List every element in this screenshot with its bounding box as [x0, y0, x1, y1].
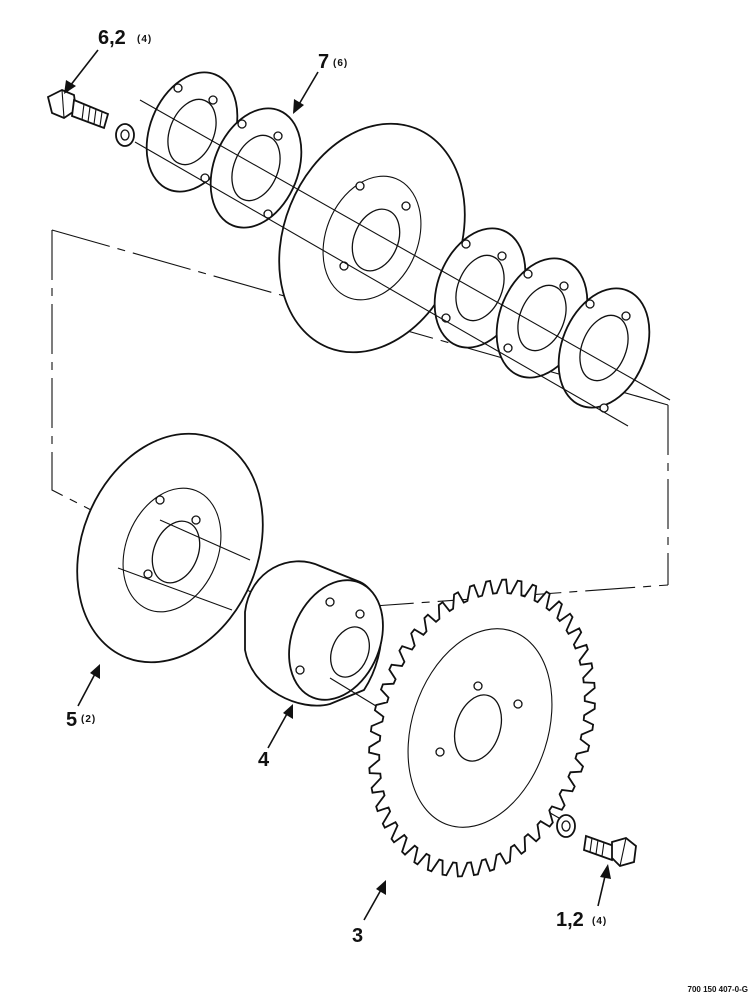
callout-5: 5 (2)	[66, 709, 96, 731]
leader-arrow-7	[293, 71, 319, 114]
washer-top	[115, 123, 135, 147]
callout-3: 3	[352, 925, 363, 947]
leader-arrows	[64, 49, 611, 921]
callout-7-qty: (6)	[333, 58, 348, 69]
callout-1-2: 1,2 (4)	[556, 909, 607, 931]
friction-disc-lower	[76, 432, 264, 664]
callout-7: 7 (6)	[318, 51, 348, 73]
friction-disc-upper	[278, 122, 466, 354]
shim-upper-left-2	[209, 107, 303, 229]
callout-5-number: 5	[66, 709, 77, 731]
hub	[244, 560, 384, 707]
leader-arrow-1-2	[597, 864, 611, 907]
callout-6-2: 6,2 (4)	[98, 27, 152, 49]
callout-3-number: 3	[352, 925, 363, 947]
washer-bottom	[556, 814, 576, 838]
callout-1-2-qty: (4)	[592, 916, 607, 927]
leader-arrow-5	[77, 664, 100, 707]
callout-1-2-number: 1,2	[556, 909, 584, 931]
leader-arrow-6	[64, 49, 99, 94]
callout-5-qty: (2)	[81, 714, 96, 725]
drawing-number: 700 150 407-0-G	[688, 985, 749, 994]
callout-6-2-number: 6,2	[98, 27, 126, 49]
callout-4-number: 4	[258, 749, 270, 771]
callout-6-2-qty: (4)	[137, 34, 152, 45]
sprocket	[368, 578, 596, 878]
hex-bolt-top	[46, 89, 110, 130]
upper-centerlines	[134, 99, 671, 427]
hex-bolt-bottom	[583, 834, 637, 868]
leader-arrow-4	[267, 704, 293, 749]
shim-upper-right-3	[557, 287, 651, 413]
callout-4: 4	[258, 749, 270, 771]
leader-arrow-3	[363, 880, 386, 921]
callout-7-number: 7	[318, 51, 329, 73]
